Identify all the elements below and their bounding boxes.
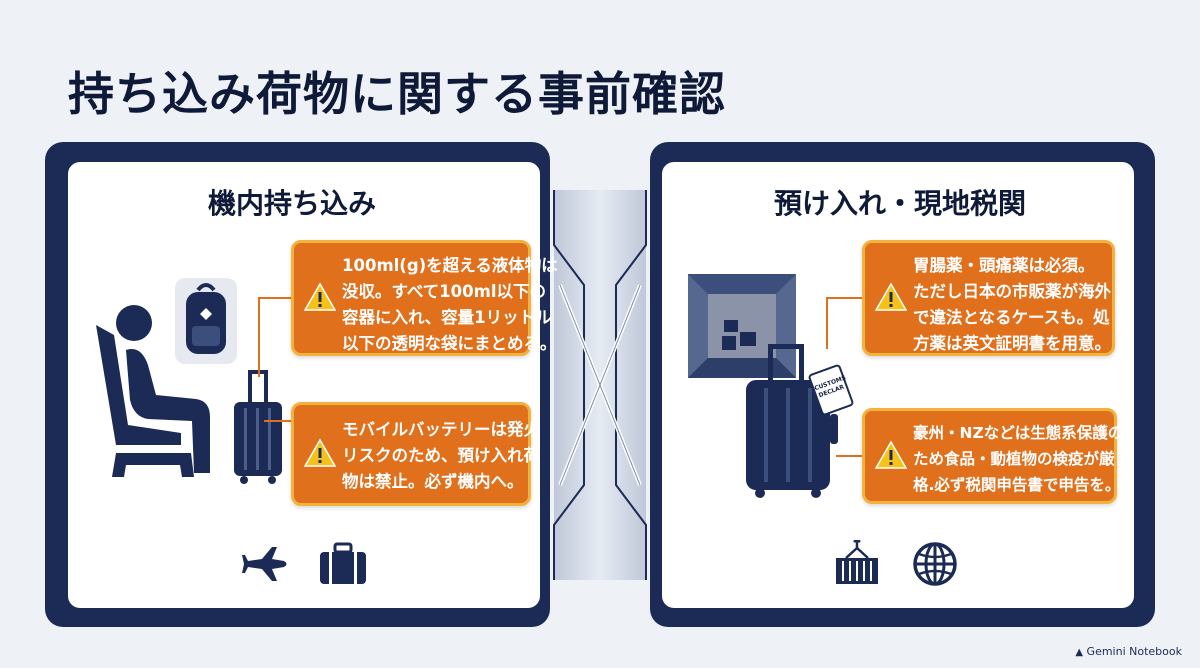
left-panel: 機内持ち込み xyxy=(66,160,542,610)
open-box-icon xyxy=(688,274,796,378)
warning-line: 格.必ず税関申告書で申告を。 xyxy=(913,476,1121,494)
warning-line: 物は禁止。必ず機内へ。 xyxy=(342,472,524,491)
cross-connector-graphic xyxy=(553,190,647,580)
warning-line: 100ml(g)を超える液体物は xyxy=(342,256,558,275)
globe-icon xyxy=(913,542,957,586)
cargo-container-icon xyxy=(836,540,878,584)
page-title: 持ち込み荷物に関する事前確認 xyxy=(68,67,726,121)
warning-mobile-battery: モバイルバッテリーは発火 リスクのため、預け入れ荷 物は禁止。必ず機内へ。 xyxy=(291,402,540,506)
warning-line: 胃腸薬・頭痛薬は必須。 xyxy=(913,256,1095,275)
warning-line: 没収。すべて100ml以下の xyxy=(342,282,546,301)
warning-quarantine: 豪州・NZなどは生態系保護の ため食品・動植物の検疫が厳 格.必ず税関申告書で申… xyxy=(862,408,1124,504)
suitcase-with-tag-icon xyxy=(746,344,838,498)
warning-line: ため食品・動植物の検疫が厳 xyxy=(913,450,1115,468)
warning-icon xyxy=(875,440,907,469)
warning-icon xyxy=(304,282,336,311)
warning-line: ただし日本の市販薬が海外 xyxy=(913,282,1111,301)
watermark: ▲ Gemini Notebook xyxy=(1075,645,1182,658)
briefcase-icon xyxy=(320,542,366,584)
left-panel-heading: 機内持ち込み xyxy=(208,187,377,220)
right-panel-heading: 預け入れ・現地税関 xyxy=(774,187,1027,220)
warning-line: 方薬は英文証明書を用意。 xyxy=(913,334,1111,353)
warning-line: 豪州・NZなどは生態系保護の xyxy=(913,424,1124,442)
warning-line: で違法となるケースも。処 xyxy=(913,308,1110,327)
rolling-suitcase-icon xyxy=(234,370,282,484)
warning-line: モバイルバッテリーは発火 xyxy=(342,420,540,439)
warning-icon xyxy=(304,438,336,467)
right-warning-connector-2 xyxy=(836,455,866,457)
right-warning-connector-1 xyxy=(826,297,868,349)
warning-line: 以下の透明な袋にまとめる。 xyxy=(342,334,557,353)
warning-line: 容器に入れ、容量1リットル xyxy=(342,308,552,327)
left-warning-connector-2 xyxy=(264,420,296,422)
watermark-text: Gemini Notebook xyxy=(1086,645,1182,658)
notebook-logo-icon: ▲ xyxy=(1075,647,1084,658)
warning-liquids: 100ml(g)を超える液体物は 没収。すべて100ml以下の 容器に入れ、容量… xyxy=(291,240,558,356)
airplane-icon xyxy=(242,547,287,581)
warning-medicine: 胃腸薬・頭痛薬は必須。 ただし日本の市販薬が海外 で違法となるケースも。処 方薬… xyxy=(862,240,1115,356)
seated-passenger-icon xyxy=(96,305,210,477)
warning-icon xyxy=(875,282,907,311)
backpack-icon xyxy=(186,283,226,354)
warning-line: リスクのため、預け入れ荷 xyxy=(342,446,540,465)
right-panel: 預け入れ・現地税関 xyxy=(660,160,1136,610)
left-warning-connector-1 xyxy=(258,297,296,377)
